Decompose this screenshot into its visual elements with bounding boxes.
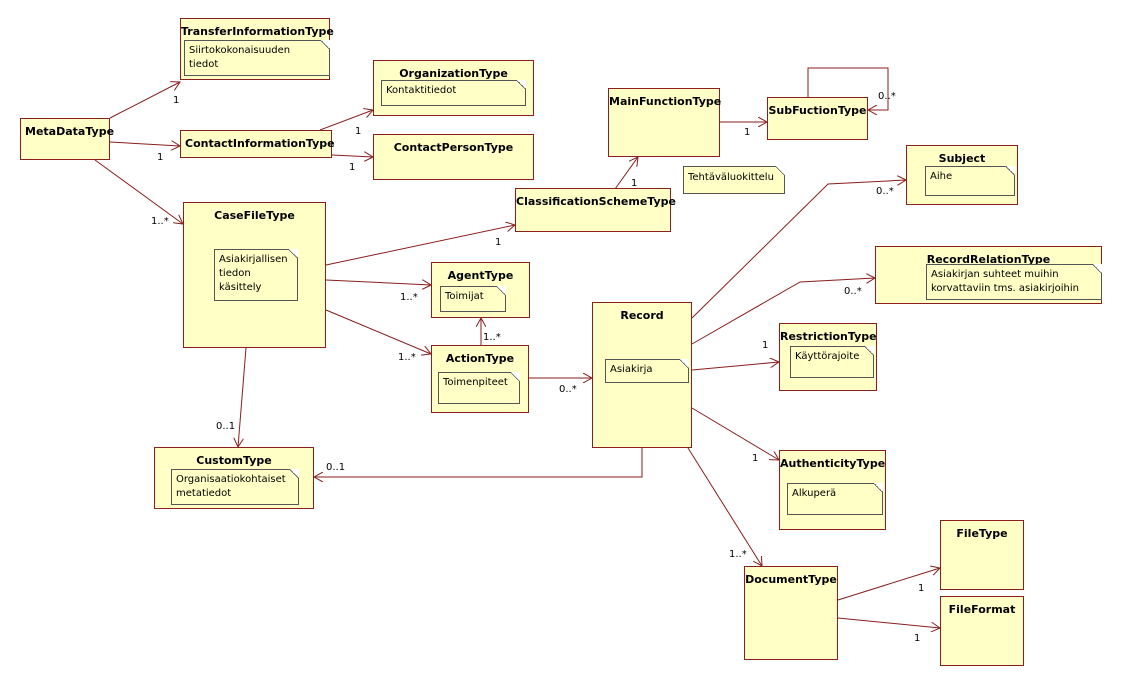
class-note: Siirtokokonaisuuden tiedot (184, 40, 330, 76)
assoc-document-filetype (837, 568, 940, 601)
mult-record: 0..* (559, 384, 577, 395)
class-title: CustomType (196, 454, 272, 467)
assoc-record-subject (691, 180, 906, 319)
class-contact-person-type[interactable]: ContactPersonType (373, 134, 534, 180)
class-note: Aihe (925, 166, 1015, 196)
class-title: AuthenticityType (780, 457, 886, 470)
class-sub-function-type[interactable]: SubFuctionType (767, 97, 868, 140)
assoc-casefile-custom (238, 347, 247, 447)
assoc-record-custom (314, 448, 643, 477)
class-file-format[interactable]: FileFormat (940, 596, 1024, 666)
class-note: Asiakirjallisen tiedon käsittely (214, 249, 298, 301)
class-title: DocumentType (745, 573, 837, 586)
mult-document: 1..* (729, 549, 747, 560)
class-note: Alkuperä (787, 483, 883, 515)
mult-organization: 1 (355, 126, 362, 137)
mult-fileformat: 1 (914, 633, 921, 644)
mult-subfunction: 1 (744, 127, 751, 138)
class-title: ClassificationSchemeType (516, 195, 677, 208)
class-title: MetaDataType (25, 125, 115, 138)
class-organization-type[interactable]: OrganizationType Kontaktitiedot (373, 60, 534, 116)
mult-filetype: 1 (918, 583, 925, 594)
mult-classification: 1 (495, 237, 502, 248)
class-title: Record (620, 309, 664, 322)
class-classification-scheme-type[interactable]: ClassificationSchemeType (515, 188, 677, 232)
assoc-metadata-transfer (109, 82, 180, 119)
mult-casefile: 1..* (151, 216, 169, 227)
mult-agent-casefile: 1..* (400, 292, 418, 303)
assoc-document-fileformat (837, 617, 940, 628)
mult-subfunction-self: 0..* (878, 91, 896, 102)
mult-restriction: 1 (762, 340, 769, 351)
assoc-subfunction-self (807, 67, 889, 110)
assoc-record-authenticity (691, 407, 779, 460)
class-action-type[interactable]: ActionType Toimenpiteet (431, 345, 529, 413)
class-metadata-type[interactable]: MetaDataType (20, 118, 115, 160)
mult-contactinfo: 1 (157, 152, 164, 163)
mult-transfer: 1 (173, 95, 180, 106)
assoc-record-restriction (691, 362, 779, 371)
class-note: Toimijat (440, 286, 506, 312)
class-title: FileType (956, 527, 1008, 540)
class-case-file-type[interactable]: CaseFileType Asiakirjallisen tiedon käsi… (183, 202, 326, 348)
class-title: OrganizationType (399, 67, 508, 80)
class-title: AgentType (447, 269, 514, 282)
assoc-metadata-casefile (94, 159, 183, 224)
assoc-record-document (687, 447, 762, 566)
assoc-metadata-contactinfo (109, 142, 180, 146)
class-subject[interactable]: Subject Aihe (906, 145, 1018, 205)
class-title: MainFunctionType (609, 95, 722, 108)
class-title: SubFuctionType (768, 104, 867, 117)
class-note: Asiakirja (605, 359, 689, 383)
note-task-classification: Tehtäväluokittelu (683, 166, 785, 194)
class-title: TransferInformationType (181, 25, 334, 38)
class-main-function-type[interactable]: MainFunctionType (608, 88, 722, 157)
class-transfer-information-type[interactable]: TransferInformationType Siirtokokonaisuu… (180, 18, 334, 80)
mult-authenticity: 1 (752, 453, 759, 464)
class-title: RecordRelationType (926, 253, 1051, 266)
class-title: CaseFileType (214, 209, 295, 222)
mult-custom-casefile: 0..1 (216, 421, 236, 432)
assoc-contactinfo-organization (319, 110, 373, 131)
class-title: ContactInformationType (185, 137, 335, 150)
class-custom-type[interactable]: CustomType Organisaatiokohtaiset metatie… (154, 447, 314, 509)
class-title: FileFormat (948, 603, 1016, 616)
class-title: ContactPersonType (393, 141, 514, 154)
class-title: ActionType (445, 352, 515, 365)
class-contact-information-type[interactable]: ContactInformationType (180, 130, 335, 158)
mult-agent-action: 1..* (483, 332, 501, 343)
class-authenticity-type[interactable]: AuthenticityType Alkuperä (779, 450, 886, 530)
mult-recordrelation: 0..* (844, 286, 862, 297)
class-record-relation-type[interactable]: RecordRelationType Asiakirjan suhteet mu… (875, 246, 1102, 304)
class-title: RestrictionType (780, 330, 877, 343)
class-note: Organisaatiokohtaiset metatiedot (171, 469, 299, 505)
class-note: Asiakirjan suhteet muihin korvattaviin t… (926, 264, 1102, 300)
mult-custom-record: 0..1 (326, 462, 346, 473)
mult-contactperson: 1 (349, 162, 356, 173)
assoc-casefile-agent (325, 279, 431, 285)
class-note: Kontaktitiedot (381, 80, 526, 106)
class-title: Subject (938, 152, 986, 165)
assoc-classification-mainfunction (614, 157, 638, 190)
class-note: Toimenpiteet (438, 372, 520, 404)
assoc-record-recordrelation (691, 278, 875, 345)
mult-action: 1..* (398, 352, 416, 363)
class-record[interactable]: Record Asiakirja (592, 302, 692, 448)
mult-subject: 0..* (876, 186, 894, 197)
assoc-casefile-classification (325, 225, 515, 266)
mult-mainfunction: 1 (631, 178, 638, 189)
class-document-type[interactable]: DocumentType (744, 566, 838, 660)
assoc-contactinfo-contactperson (331, 155, 373, 157)
class-restriction-type[interactable]: RestrictionType Käyttörajoite (779, 323, 877, 391)
class-agent-type[interactable]: AgentType Toimijat (431, 262, 530, 318)
class-file-type[interactable]: FileType (940, 520, 1024, 590)
class-note: Käyttörajoite (790, 346, 874, 378)
assoc-casefile-action (325, 309, 431, 354)
